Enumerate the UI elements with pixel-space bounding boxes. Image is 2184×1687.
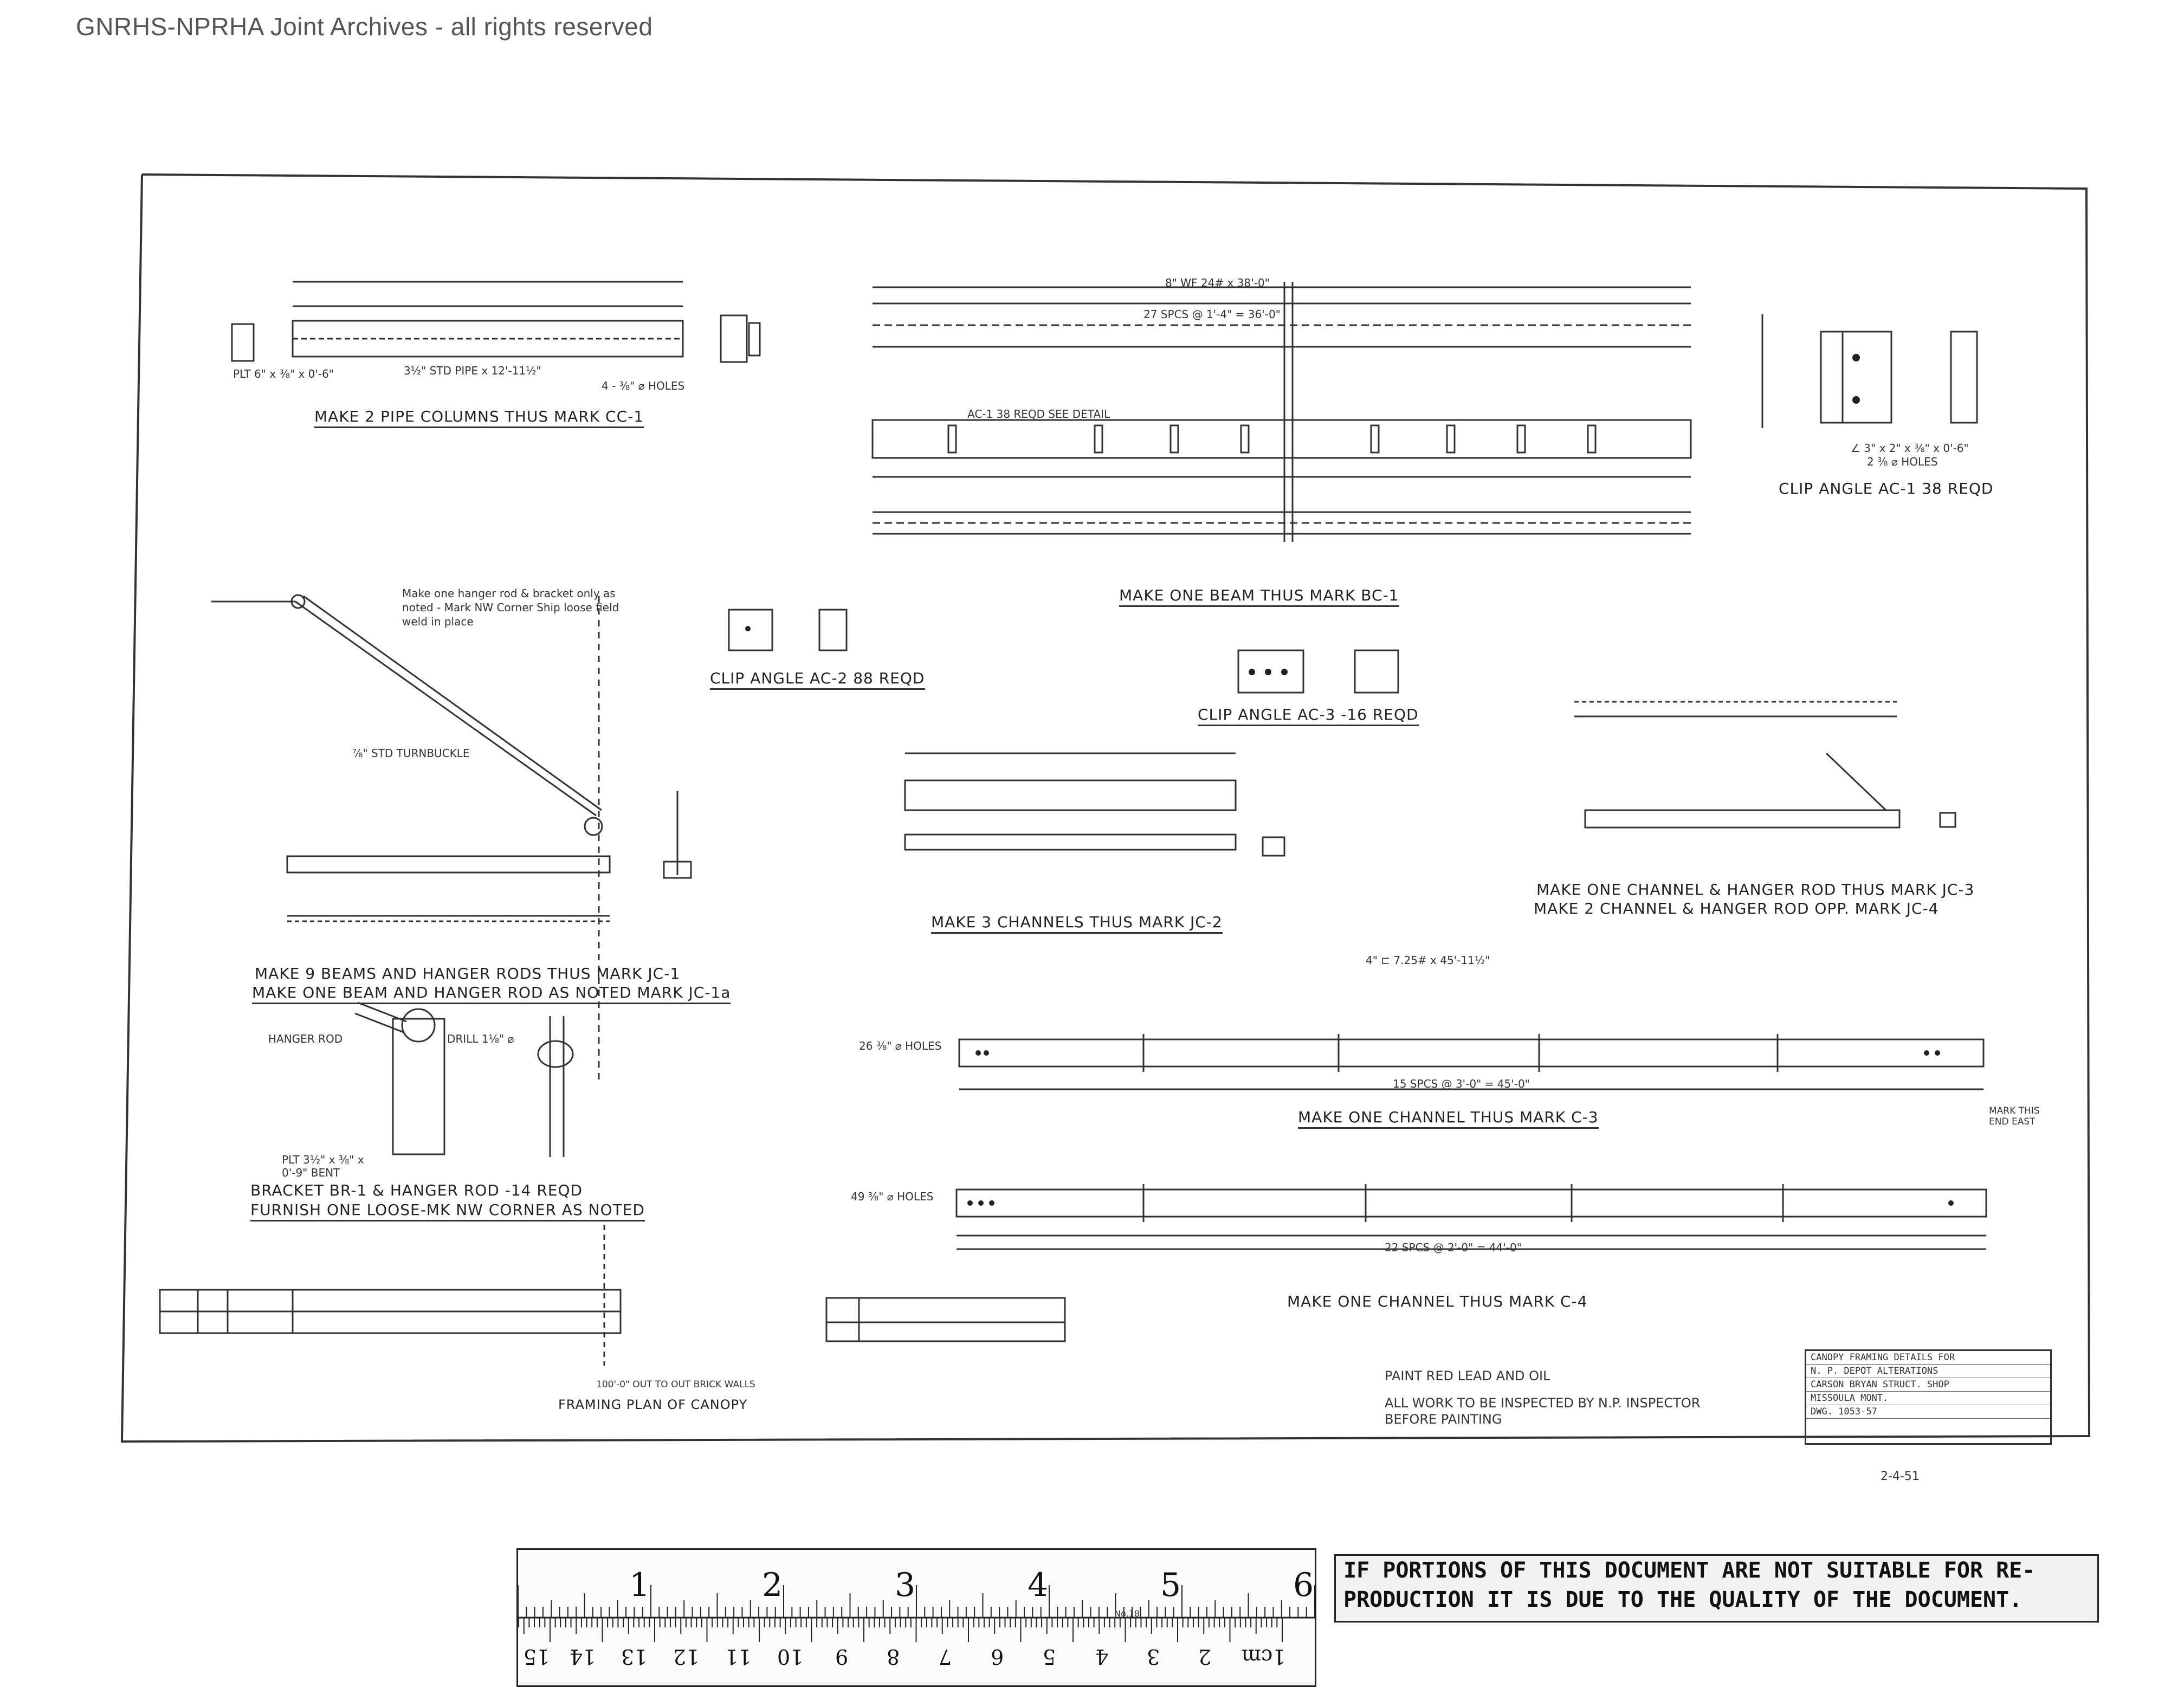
bracket-br1: [354, 1001, 574, 1157]
ruler-cm-15: 15: [524, 1645, 550, 1669]
framing-plan: [159, 1225, 1066, 1366]
note-ac1-holes: 2 ⅜ ⌀ HOLES: [1867, 455, 1938, 468]
caption-jc4: MAKE 2 CHANNEL & HANGER ROD OPP. MARK JC…: [1534, 900, 1939, 917]
caption-cc1: MAKE 2 PIPE COLUMNS THUS MARK CC-1: [314, 408, 644, 428]
ruler-brand: No.18: [1114, 1608, 1140, 1619]
caption-ac3: CLIP ANGLE AC-3 -16 REQD: [1198, 706, 1419, 726]
title-line: N. P. DEPOT ALTERATIONS: [1806, 1365, 2050, 1378]
caption-framing-plan: FRAMING PLAN OF CANOPY: [558, 1397, 748, 1412]
beam-bc1: [871, 282, 1692, 542]
ruler-cm-12: 12: [673, 1645, 700, 1669]
title-line: MISSOULA MONT.: [1806, 1392, 2050, 1405]
note-mark-east: MARK THIS END EAST: [1989, 1106, 2040, 1127]
archive-watermark: GNRHS-NPRHA Joint Archives - all rights …: [76, 12, 653, 41]
ruler-cm-11: 11: [725, 1645, 752, 1669]
channel-jc3: [1574, 701, 1956, 829]
note-paint: PAINT RED LEAD AND OIL: [1385, 1368, 1550, 1384]
ruler-inch-5: 5: [1160, 1566, 1181, 1604]
clip-angle-ac2: [728, 609, 848, 651]
clip-angle-ac1: [1761, 314, 1978, 428]
note-turnbuckle: ⅞" STD TURNBUCKLE: [352, 747, 470, 760]
note-signature-date: 2-4-51: [1881, 1470, 1920, 1483]
note-c4-spcs: 22 SPCS @ 2'-0" = 44'-0": [1385, 1241, 1522, 1254]
ruler-cm-6: 6: [991, 1645, 1004, 1669]
ruler-inch-6: 6: [1293, 1566, 1314, 1604]
caption-bc1: MAKE ONE BEAM THUS MARK BC-1: [1119, 586, 1399, 607]
title-line: CARSON BRYAN STRUCT. SHOP: [1806, 1378, 2050, 1392]
note-inspect-1: ALL WORK TO BE INSPECTED BY N.P. INSPECT…: [1385, 1395, 1701, 1411]
channel-jc2: [904, 752, 1285, 857]
stamp-line-1: IF PORTIONS OF THIS DOCUMENT ARE NOT SUI…: [1343, 1558, 2036, 1583]
caption-jc1a: MAKE ONE BEAM AND HANGER ROD AS NOTED MA…: [252, 984, 731, 1004]
note-c3-size: 4" ⊏ 7.25# x 45'-11½": [1366, 954, 1490, 967]
pipe-column-cc1: [231, 281, 761, 363]
ruler-inch-4: 4: [1028, 1566, 1049, 1604]
ruler-ticks: [518, 1585, 1315, 1642]
note-bracket-instructions: Make one hanger rod & bracket only as no…: [402, 587, 619, 628]
note-hanger-rod: HANGER ROD: [268, 1032, 343, 1045]
ruler-cm-4: 4: [1095, 1645, 1109, 1669]
caption-jc1: MAKE 9 BEAMS AND HANGER RODS THUS MARK J…: [255, 965, 681, 983]
note-bc1-ac1: AC-1 38 REQD SEE DETAIL: [967, 408, 1110, 421]
note-cc1-pipe: 3½" STD PIPE x 12'-11½": [404, 364, 541, 377]
ruler-cm-14: 14: [570, 1645, 596, 1669]
stamp-line-2: PRODUCTION IT IS DUE TO THE QUALITY OF T…: [1343, 1587, 2023, 1612]
ruler-inch-3: 3: [895, 1566, 916, 1604]
note-cc1-holes: 4 - ⅜" ⌀ HOLES: [602, 379, 685, 392]
note-c4-holes: 49 ⅜" ⌀ HOLES: [851, 1190, 934, 1203]
note-cc1-plt: PLT 6" x ⅜" x 0'-6": [233, 367, 334, 380]
clip-angle-ac3: [1237, 649, 1399, 694]
caption-br1b: FURNISH ONE LOOSE-MK NW CORNER AS NOTED: [250, 1201, 645, 1221]
caption-jc2: MAKE 3 CHANNELS THUS MARK JC-2: [931, 913, 1223, 934]
title-block: CANOPY FRAMING DETAILS FOR N. P. DEPOT A…: [1805, 1349, 2052, 1445]
caption-br1: BRACKET BR-1 & HANGER ROD -14 REQD: [250, 1181, 583, 1199]
caption-c4: MAKE ONE CHANNEL THUS MARK C-4: [1287, 1292, 1588, 1310]
note-plan-dimension: 100'-0" OUT TO OUT BRICK WALLS: [596, 1379, 755, 1390]
caption-c3: MAKE ONE CHANNEL THUS MARK C-3: [1298, 1108, 1599, 1129]
ruler-cm-9: 9: [835, 1645, 849, 1669]
note-plt-bent: PLT 3½" x ⅜" x 0'-9" BENT: [282, 1153, 364, 1179]
note-drill: DRILL 1⅛" ⌀: [447, 1032, 514, 1045]
ruler-inch-2: 2: [762, 1566, 783, 1604]
ruler-cm-1: 1cm: [1242, 1645, 1286, 1669]
note-bc1-size: 8" WF 24# x 38'-0": [1165, 276, 1270, 289]
note-bc1-spcs: 27 SPCS @ 1'-4" = 36'-0": [1143, 308, 1281, 321]
ruler-cm-5: 5: [1043, 1645, 1056, 1669]
reproduction-stamp: IF PORTIONS OF THIS DOCUMENT ARE NOT SUI…: [1334, 1554, 2099, 1623]
scale-ruler: 1 2 3 4 5 6 No.18 1cm 2 3 4 5 6 7 8 9 10…: [516, 1548, 1316, 1687]
note-c3-holes: 26 ⅜" ⌀ HOLES: [859, 1039, 942, 1052]
ruler-cm-13: 13: [621, 1645, 648, 1669]
note-inspect-2: BEFORE PAINTING: [1385, 1412, 1502, 1427]
ruler-inch-1: 1: [629, 1566, 650, 1604]
note-c3-spcs: 15 SPCS @ 3'-0" = 45'-0": [1393, 1077, 1530, 1090]
caption-ac2: CLIP ANGLE AC-2 88 REQD: [710, 669, 925, 690]
hanger-jc1: [211, 594, 692, 1084]
ruler-cm-3: 3: [1147, 1645, 1160, 1669]
title-line: DWG. 1053-57: [1806, 1405, 2050, 1419]
caption-ac1: CLIP ANGLE AC-1 38 REQD: [1779, 480, 1994, 497]
note-ac1-size: ∠ 3" x 2" x ⅜" x 0'-6": [1851, 442, 1969, 455]
ruler-cm-2: 2: [1198, 1645, 1212, 1669]
title-line: CANOPY FRAMING DETAILS FOR: [1806, 1351, 2050, 1365]
ruler-cm-7: 7: [939, 1645, 952, 1669]
channel-c3: [958, 1034, 1985, 1090]
sheet-border: [120, 173, 2091, 1443]
ruler-cm-8: 8: [887, 1645, 900, 1669]
caption-jc3: MAKE ONE CHANNEL & HANGER ROD THUS MARK …: [1536, 881, 1975, 899]
hole-marks: [745, 354, 1954, 1206]
ruler-cm-10: 10: [777, 1645, 804, 1669]
channel-c4: [955, 1184, 1987, 1250]
